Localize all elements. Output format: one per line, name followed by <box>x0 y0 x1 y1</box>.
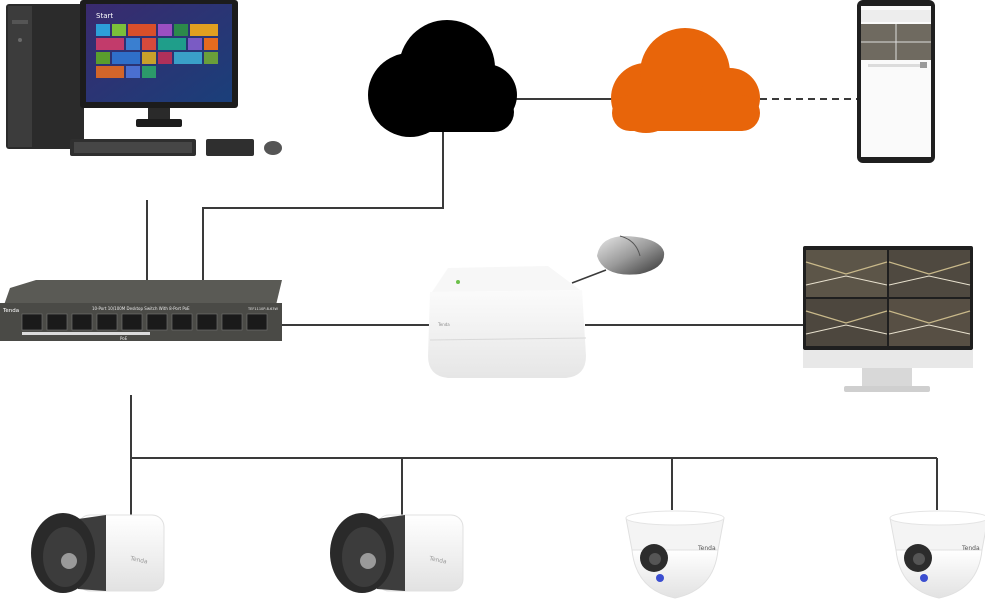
bullet-camera-icon: Tenda <box>31 513 165 593</box>
dome-camera-2-brand: Tenda <box>961 545 980 552</box>
nvr-icon: Tenda <box>428 266 587 378</box>
mouse-icon <box>597 235 665 275</box>
pc-monitor-base <box>136 119 182 127</box>
monitor-icon <box>803 246 973 392</box>
start-label: Start <box>96 12 113 20</box>
poe-switch-icon: Tenda 10-Port 10/100M Desktop Switch Wit… <box>0 280 282 341</box>
switch-brand: Tenda <box>2 308 19 314</box>
monitor-camera-grid <box>805 250 971 346</box>
poe-strip <box>22 332 150 335</box>
pc-monitor-neck <box>148 108 170 120</box>
bullet-camera-icon: Tenda <box>330 513 464 593</box>
app-cloud-icon <box>611 28 760 133</box>
numpad <box>206 139 254 156</box>
link-nvr-mouse <box>571 269 607 284</box>
pc-mouse <box>264 141 282 155</box>
smartphone-icon <box>857 0 935 163</box>
switch-poe-label: PoE <box>120 336 128 341</box>
bullet-camera-2-brand: Tenda <box>428 555 448 566</box>
switch-title: 10-Port 10/100M Desktop Switch With 8-Po… <box>92 306 190 311</box>
start-tiles <box>96 24 218 78</box>
nvr-brand: Tenda <box>437 322 450 327</box>
link-cloud-switch <box>202 125 444 284</box>
dome-camera-1-brand: Tenda <box>697 545 716 552</box>
desktop-computer-icon: Start <box>6 0 282 156</box>
bullet-camera-1-brand: Tenda <box>129 555 149 566</box>
cloud-icon <box>368 20 517 137</box>
connection-lines <box>130 98 938 515</box>
switch-ports <box>21 313 268 331</box>
dome-camera-icon: Tenda <box>889 510 985 599</box>
dome-camera-icon: Tenda <box>625 510 725 599</box>
switch-model: TEF1110P-8-63W <box>247 307 279 311</box>
